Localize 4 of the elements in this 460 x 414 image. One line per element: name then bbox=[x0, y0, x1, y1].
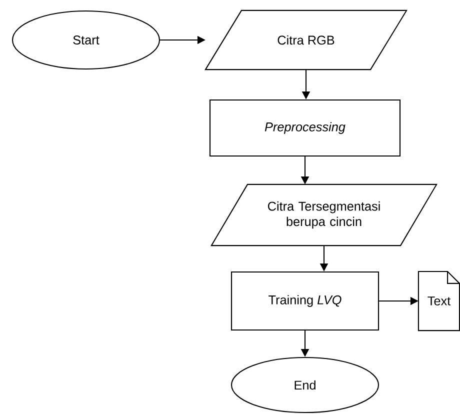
process-box: Training LVQ bbox=[230, 271, 380, 331]
data-parallelogram: Citra Tersegmentasi berupa cincin bbox=[210, 184, 438, 246]
input-parallelogram: Citra RGB bbox=[204, 10, 408, 70]
process-box: Preprocessing bbox=[209, 99, 401, 157]
